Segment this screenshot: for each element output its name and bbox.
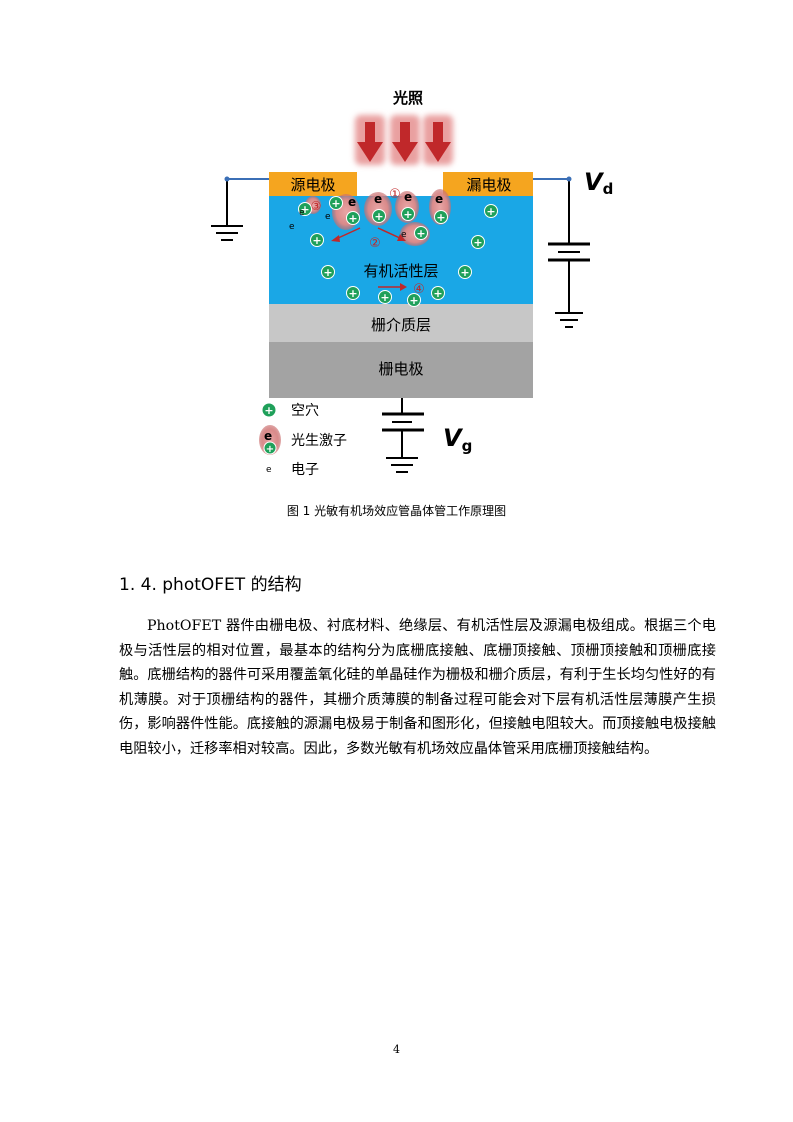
hole-icon: + [458,265,472,279]
electron-symbol: e [299,208,305,218]
legend: + 空穴 e + 光生激子 e 电子 [259,402,347,478]
hole-icon: + [484,204,498,218]
light-arrow-icon [423,115,453,165]
light-arrow-icon [390,115,420,165]
legend-electron-label: 电子 [291,462,319,478]
vg-label: Vg [443,424,472,455]
light-arrow-icon [355,115,385,165]
gate-circuit [382,398,424,473]
svg-text:+: + [409,294,418,307]
step-marker-2: ② [369,236,381,251]
source-label: 源电极 [290,176,335,194]
svg-text:+: + [416,227,425,240]
gate-label: 栅电极 [378,360,423,378]
hole-icon: + [298,202,312,216]
legend-hole-label: 空穴 [291,403,319,419]
dielectric-label: 栅介质层 [371,316,431,334]
svg-text:+: + [264,404,273,417]
transport-arrows [331,227,407,291]
light-arrows [355,115,453,165]
electron-symbol: e [374,192,382,206]
gate-dielectric-layer [269,304,533,342]
svg-text:+: + [374,210,383,223]
hole-icon: + [346,211,360,225]
electron-symbol: e [289,222,295,232]
source-electrode [269,172,357,196]
electron-symbol: e [435,192,443,206]
vd-label: Vd [584,168,613,198]
legend-exciton-icon: e + [259,425,281,455]
hole-icon: + [407,293,421,307]
hole-icon: + [329,196,343,210]
drain-label: 漏电极 [466,176,511,194]
svg-text:+: + [380,291,389,304]
svg-text:+: + [460,266,469,279]
hole-icon: + [434,210,448,224]
svg-text:+: + [436,211,445,224]
legend-electron-icon: e [266,465,272,475]
electron-symbol: e [348,195,356,209]
hole-icon: + [310,233,324,247]
photofet-diagram: 光照 源电极 漏电极 有机活性层 栅介 [211,89,613,478]
gate-electrode [269,342,533,398]
electrons: e e e e e e e e [289,190,443,240]
holes: + + + + + + + + + + + + + + + + [298,196,498,307]
figure-caption: 图 1 光敏有机场效应管晶体管工作原理图 [286,504,507,518]
drain-circuit [533,178,590,328]
light-label: 光照 [392,89,423,107]
hole-icon: + [431,286,445,300]
source-node-dot [224,176,230,182]
hole-icon: + [321,265,335,279]
step-marker-3: ③ [311,199,322,213]
svg-text:+: + [266,444,274,455]
section-heading: 1. 4. photOFET 的结构 [119,575,302,595]
step-marker-4: ④ [413,282,425,297]
legend-exciton-label: 光生激子 [291,432,347,449]
page-number: 4 [393,1043,400,1056]
hole-icon: + [414,226,428,240]
electron-symbol: e [404,190,412,204]
drain-electrode [443,172,533,196]
svg-text:+: + [473,236,482,249]
svg-text:+: + [433,287,442,300]
svg-text:+: + [403,208,412,221]
svg-text:+: + [486,205,495,218]
svg-text:+: + [312,234,321,247]
svg-text:+: + [300,203,309,216]
hole-icon: + [401,207,415,221]
step-marker-1: ① [389,187,401,202]
hole-icon: + [346,286,360,300]
svg-text:+: + [348,212,357,225]
hole-icon: + [378,290,392,304]
active-layer-label: 有机活性层 [363,262,438,280]
legend-hole-icon: + [261,402,277,418]
svg-text:+: + [331,197,340,210]
electron-symbol: e [325,212,331,222]
svg-text:+: + [323,266,332,279]
hole-icon: + [372,209,386,223]
electron-symbol: e [401,230,407,240]
body-paragraph: PhotOFET 器件由栅电极、衬底材料、绝缘层、有机活性层及源漏电极组成。根据… [119,618,716,757]
source-circuit [211,178,269,241]
svg-text:e: e [264,429,272,443]
hole-icon: + [471,235,485,249]
drain-node-dot [566,176,572,182]
svg-text:+: + [348,287,357,300]
